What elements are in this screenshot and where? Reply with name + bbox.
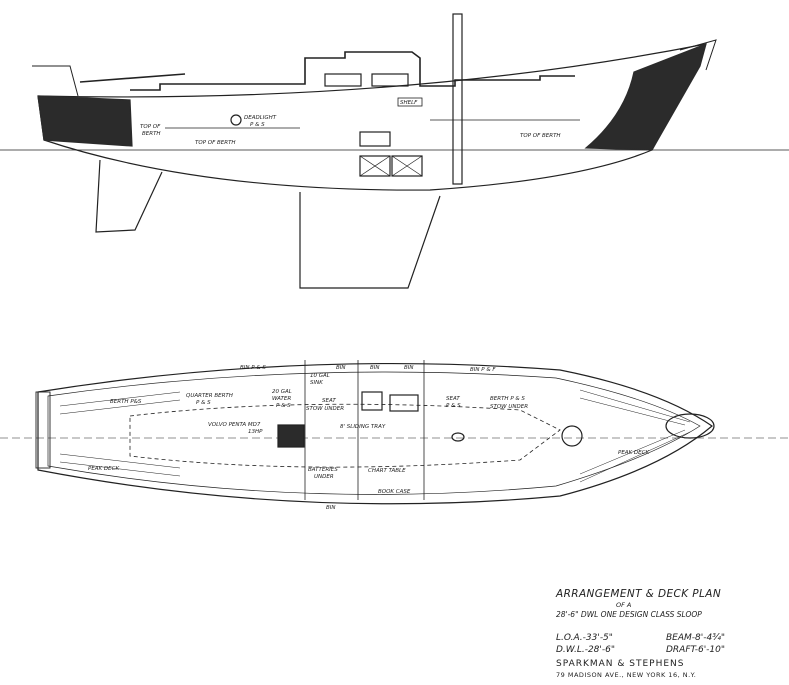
- profile-labels: DEADLIGHT P & S SHELF TOP OF BERTH TOP O…: [140, 100, 561, 146]
- label-book-case: BOOK CASE: [378, 489, 411, 495]
- label-batteries: BATTERIES: [308, 467, 338, 473]
- label-shelf: SHELF: [400, 100, 418, 106]
- label-water-1: 20 GAL: [272, 389, 292, 395]
- sheer-line: [37, 43, 707, 98]
- head: [561, 425, 583, 447]
- label-bin-2: BIN: [370, 365, 380, 371]
- deck-plan-view: [0, 360, 789, 505]
- label-bin-3: BIN: [404, 365, 414, 371]
- hull-bottom: [43, 43, 707, 191]
- dimensions: L.O.A.-33'-5" BEAM-8'-4¾" D.W.L.-28'-6" …: [556, 633, 786, 655]
- drawing-of-a: OF A: [616, 601, 632, 609]
- bow-band: [584, 43, 707, 151]
- label-top-of-berth-1: TOP OF: [140, 124, 161, 130]
- tiller: [79, 73, 186, 83]
- label-stow-under-fwd: STOW UNDER: [490, 404, 528, 410]
- label-seat-ps: SEAT: [446, 396, 460, 402]
- dim-beam: BEAM-8'-4¾": [666, 633, 726, 643]
- label-chart-table: CHART TABLE: [368, 468, 406, 474]
- label-peak-deck-fwd: PEAK DECK: [618, 450, 649, 456]
- label-stow-under: STOW UNDER: [306, 406, 344, 412]
- engine: [277, 424, 305, 448]
- deck-planking: [59, 389, 691, 483]
- label-quarter-berth-ps: P & S: [196, 400, 211, 406]
- label-sink: SINK: [310, 380, 323, 386]
- cabin-window-1: [324, 73, 362, 87]
- bow-pulpit-plan: [665, 413, 715, 439]
- designer-address: 79 MADISON AVE., NEW YORK 16, N.Y.: [556, 671, 697, 679]
- drawing-title: ARRANGEMENT & DECK PLAN: [556, 588, 722, 600]
- label-top-of-berth-2: TOP OF BERTH: [195, 140, 236, 146]
- label-deadlight: DEADLIGHT: [244, 115, 277, 121]
- title-block: ARRANGEMENT & DECK PLAN OF A 28'-6" DWL …: [556, 588, 786, 679]
- label-seat: SEAT: [322, 398, 336, 404]
- keel: [299, 192, 441, 289]
- label-water-3: P & S: [276, 403, 291, 409]
- cockpit-and-cabin: [129, 403, 561, 468]
- label-berth-ps-aft: BERTH P&S: [110, 399, 142, 405]
- dim-dwl: D.W.L.-28'-6": [556, 645, 615, 655]
- profile-view: [0, 13, 789, 289]
- stove-top: [359, 131, 391, 147]
- dim-loa: L.O.A.-33'-5": [556, 633, 613, 643]
- label-bin-ps: BIN P & S: [240, 365, 266, 371]
- designer-firm: SPARKMAN & STEPHENS: [556, 659, 685, 669]
- shelf: [397, 97, 423, 107]
- locker-1: [359, 155, 391, 177]
- label-volvo: VOLVO PENTA MD7: [208, 422, 261, 428]
- locker-2: [391, 155, 423, 177]
- label-bin-1: BIN: [336, 365, 346, 371]
- label-batteries-under: UNDER: [314, 474, 334, 480]
- label-sliding-tray: 8' SLIDING TRAY: [340, 424, 386, 430]
- mast-step: [451, 432, 465, 442]
- cabin-window-2: [371, 73, 409, 87]
- stern-band: [37, 95, 133, 147]
- dim-draft: DRAFT-6'-10": [666, 645, 726, 655]
- cabin-house: [130, 51, 575, 91]
- label-bin-pf: BIN P & F: [470, 367, 496, 373]
- label-water-2: WATER: [272, 396, 291, 402]
- stern-pulpit: [32, 65, 79, 97]
- plan-labels: BIN P & S BIN BIN BIN BIN P & F BIN BERT…: [88, 365, 649, 511]
- sink-box: [361, 391, 383, 411]
- label-berth-ps-fwd: BERTH P & S: [490, 396, 525, 402]
- deck-line: [47, 371, 701, 495]
- label-10-gal: 10 GAL: [310, 373, 330, 379]
- label-peak-deck-aft: PEAK DECK: [88, 466, 119, 472]
- stern-pulpit-plan: [35, 391, 51, 469]
- label-top-of-berth-1b: BERTH: [142, 131, 161, 137]
- deadlight: [230, 114, 242, 126]
- bow-pulpit: [679, 39, 717, 71]
- label-quarter-berth: QUARTER BERTH: [186, 393, 233, 399]
- stove: [389, 394, 419, 412]
- label-seat-ps-b: P & S: [446, 403, 461, 409]
- label-deadlight-ps: P & S: [250, 122, 265, 128]
- hull-outline: [37, 362, 713, 505]
- label-top-of-berth-3: TOP OF BERTH: [520, 133, 561, 139]
- drawing-subtitle: 28'-6" DWL ONE DESIGN CLASS SLOOP: [556, 610, 702, 619]
- label-volvo-hp: 13HP: [248, 429, 263, 435]
- mast: [452, 13, 463, 185]
- rudder: [95, 159, 163, 233]
- label-bin-bottom: BIN: [326, 505, 336, 511]
